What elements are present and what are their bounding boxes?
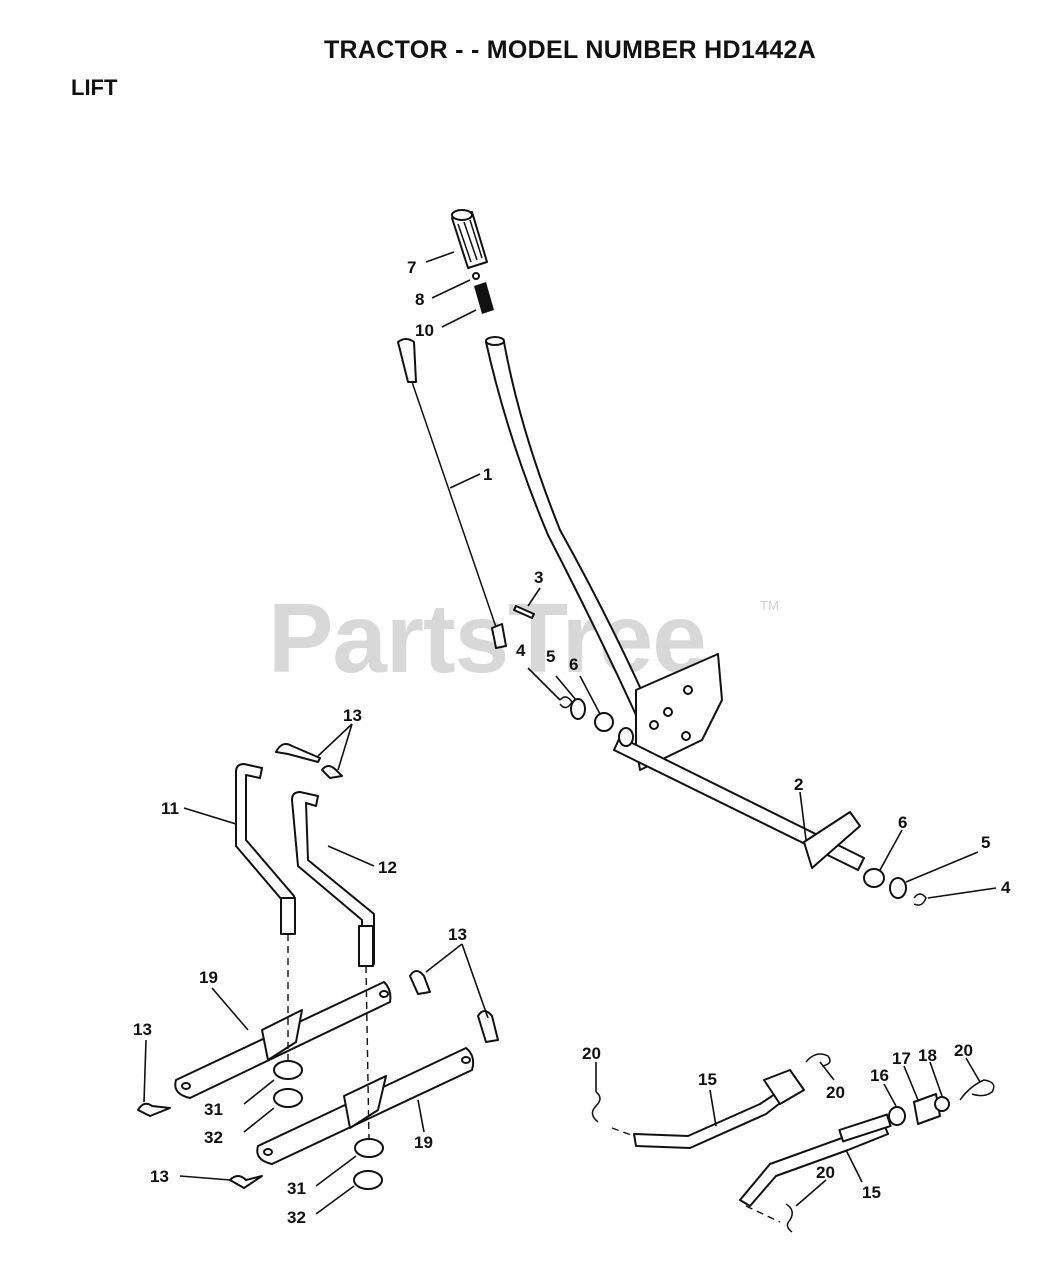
part-10-spring xyxy=(474,282,494,314)
callout-13-right: 13 xyxy=(448,925,467,944)
callout-32-upper: 32 xyxy=(204,1128,223,1147)
part-19-lift-arm-lower xyxy=(256,1047,475,1165)
callout-16: 16 xyxy=(870,1066,889,1085)
callout-2: 2 xyxy=(794,775,803,794)
callout-20-mid: 20 xyxy=(826,1083,845,1102)
part-19-lift-arm-upper xyxy=(174,981,392,1099)
section-title: LIFT xyxy=(71,75,118,100)
part-11-threads xyxy=(280,897,296,935)
callout-20-right: 20 xyxy=(954,1041,973,1060)
callout-10: 10 xyxy=(415,321,434,340)
part-8-ball xyxy=(472,272,480,280)
callout-12: 12 xyxy=(378,858,397,877)
callout-5-left: 5 xyxy=(546,647,555,666)
callout-17: 17 xyxy=(892,1049,911,1068)
part-15-rod-upper xyxy=(611,1069,805,1149)
part-15-rod-lower xyxy=(739,1113,892,1223)
callout-13-bottom: 13 xyxy=(150,1167,169,1186)
callout-19-lower: 19 xyxy=(414,1133,433,1152)
part-12-threads xyxy=(358,925,374,967)
callout-1: 1 xyxy=(483,465,492,484)
callout-4-left: 4 xyxy=(516,641,526,660)
leader-lines xyxy=(143,251,997,1215)
callout-31-upper: 31 xyxy=(204,1100,223,1119)
part-20-hairpins xyxy=(591,1053,995,1233)
callout-19-upper: 19 xyxy=(199,968,218,987)
callout-3: 3 xyxy=(534,568,543,587)
callout-18: 18 xyxy=(918,1046,937,1065)
callout-13-left: 13 xyxy=(133,1020,152,1039)
part-31-washer-lower xyxy=(354,1138,384,1158)
page-title: TRACTOR - - MODEL NUMBER HD1442A xyxy=(323,36,817,64)
callout-32-lower: 32 xyxy=(287,1208,306,1227)
callout-11: 11 xyxy=(161,799,179,818)
part-32-nut-lower xyxy=(353,1170,383,1190)
callout-4-right: 4 xyxy=(1001,878,1011,897)
callout-7: 7 xyxy=(407,258,416,277)
callout-8: 8 xyxy=(415,290,424,309)
callout-13-top: 13 xyxy=(343,706,362,725)
part-1-rod xyxy=(397,338,507,649)
callout-31-lower: 31 xyxy=(287,1179,306,1198)
part-16-17-18-hardware xyxy=(888,1093,950,1126)
part-3-pin xyxy=(513,605,535,619)
right-shaft-hardware xyxy=(863,868,927,906)
lever-bracket-plate xyxy=(635,653,723,771)
part-32-nut-upper xyxy=(273,1088,303,1108)
callout-15-upper: 15 xyxy=(698,1070,717,1089)
trademark-mark: TM xyxy=(760,598,779,613)
part-13-cotter-pins xyxy=(137,743,499,1189)
part-31-washer-upper xyxy=(273,1060,303,1080)
callout-6-left: 6 xyxy=(569,655,578,674)
part-2-shaft xyxy=(613,736,865,871)
left-shaft-hardware xyxy=(559,696,634,747)
callout-6-right: 6 xyxy=(898,813,907,832)
callout-15-lower: 15 xyxy=(862,1183,881,1202)
lift-lever-handle xyxy=(485,337,649,716)
callout-5-right: 5 xyxy=(981,833,990,852)
callout-20-left: 20 xyxy=(582,1044,601,1063)
part-7-grip xyxy=(451,209,488,269)
callout-20-bottom: 20 xyxy=(816,1163,835,1182)
